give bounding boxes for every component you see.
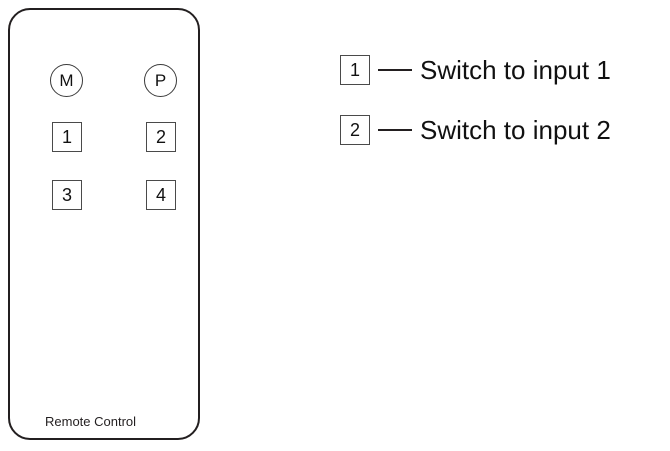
remote-button-2[interactable]: 2	[146, 122, 176, 152]
remote-button-4[interactable]: 4	[146, 180, 176, 210]
remote-button-1-label: 1	[61, 127, 72, 147]
remote-button-1[interactable]: 1	[52, 122, 82, 152]
legend-key-1: 1	[340, 55, 370, 85]
legend-text-1: Switch to input 1	[420, 55, 611, 85]
remote-control-caption: Remote Control	[45, 414, 137, 429]
legend-dash-icon	[378, 69, 412, 71]
legend-row: 2 Switch to input 2	[340, 110, 670, 150]
legend-dash-icon	[378, 129, 412, 131]
remote-button-4-label: 4	[155, 185, 166, 205]
remote-button-2-label: 2	[155, 127, 166, 147]
legend-key-1-label: 1	[349, 60, 360, 80]
remote-button-m-label: M	[59, 71, 74, 90]
remote-button-p-label: P	[154, 71, 167, 90]
remote-button-m[interactable]: M	[50, 64, 83, 97]
remote-button-3[interactable]: 3	[52, 180, 82, 210]
remote-control-body: M P 1 2 3 4 Remote Control	[8, 8, 200, 440]
legend-key-2-label: 2	[349, 120, 360, 140]
legend-text-2: Switch to input 2	[420, 115, 611, 145]
legend-row: 1 Switch to input 1	[340, 50, 670, 90]
legend: 1 Switch to input 1 2 Switch to input 2	[340, 50, 670, 170]
remote-button-p[interactable]: P	[144, 64, 177, 97]
remote-button-3-label: 3	[61, 185, 72, 205]
legend-key-2: 2	[340, 115, 370, 145]
